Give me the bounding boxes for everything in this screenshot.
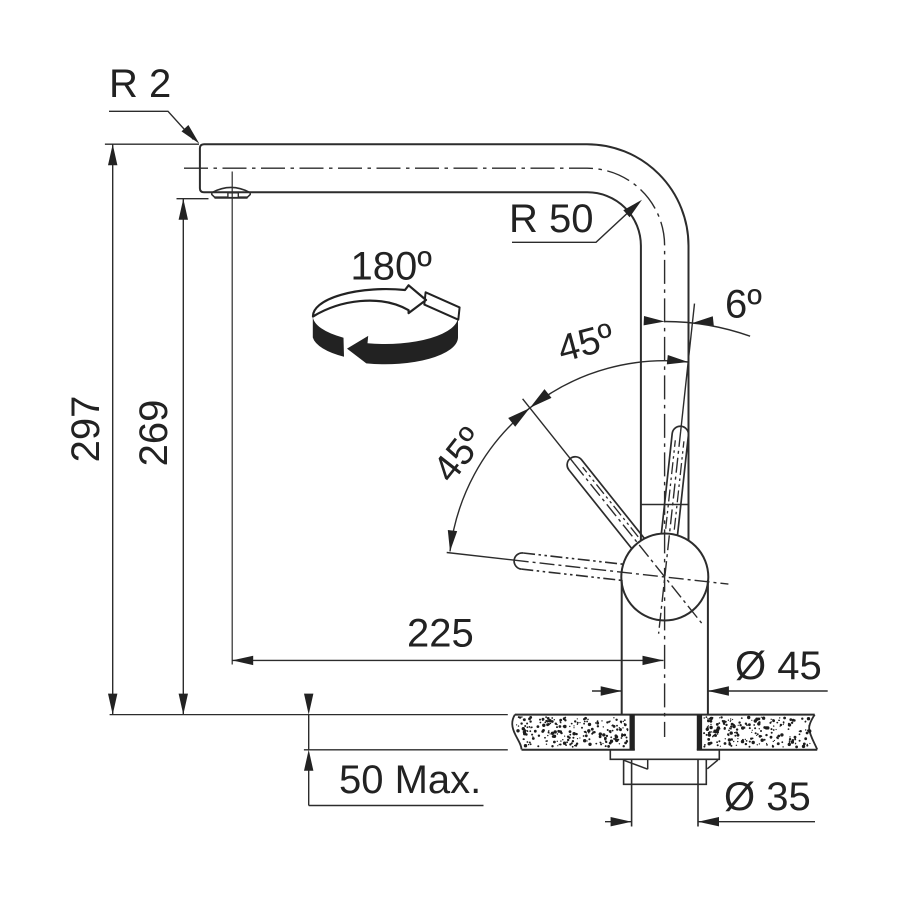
svg-text:Ø 45: Ø 45 [735, 644, 822, 688]
svg-text:6º: 6º [725, 283, 762, 327]
svg-text:180º: 180º [351, 245, 433, 289]
svg-text:225: 225 [407, 612, 474, 656]
svg-text:R 50: R 50 [509, 197, 594, 241]
svg-text:R 2: R 2 [109, 62, 171, 106]
svg-text:297: 297 [64, 396, 108, 463]
svg-text:Ø 35: Ø 35 [724, 775, 811, 819]
svg-text:50 Max.: 50 Max. [339, 758, 481, 802]
svg-text:269: 269 [132, 400, 176, 467]
